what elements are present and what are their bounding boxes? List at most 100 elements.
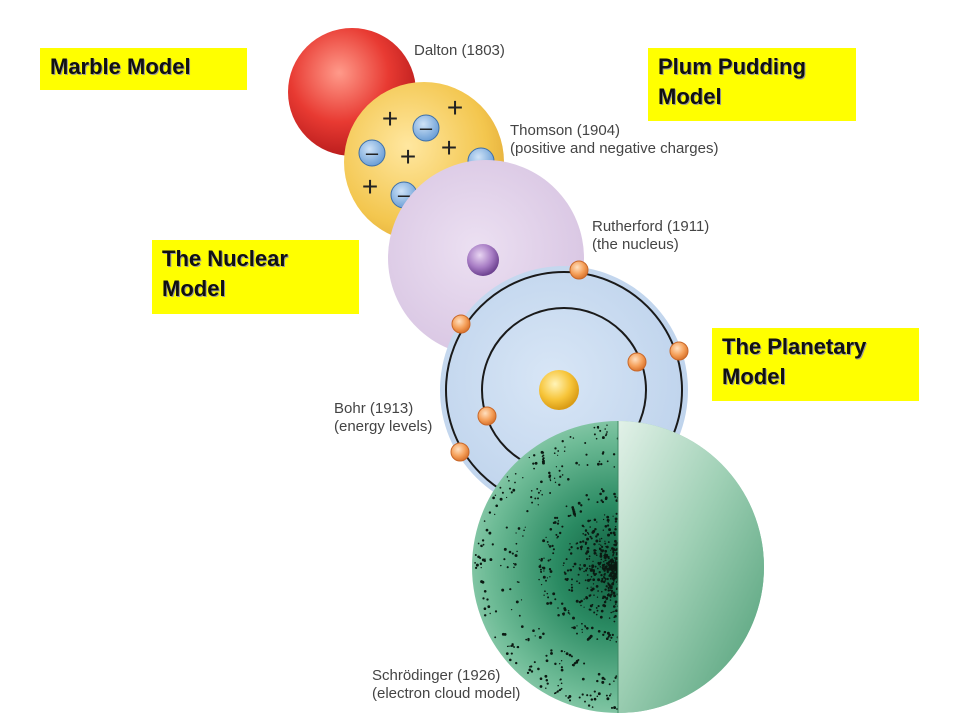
cloud-dot	[570, 552, 572, 555]
cloud-dot	[596, 501, 599, 504]
cloud-dot	[570, 583, 573, 586]
cloud-dot	[583, 606, 585, 608]
cloud-dot	[556, 535, 560, 538]
cloud-dot	[514, 472, 517, 475]
cloud-dot	[573, 662, 576, 665]
cloud-dot	[602, 489, 605, 493]
cloud-dot	[590, 698, 594, 701]
cloud-dot	[604, 428, 606, 430]
cloud-dot	[589, 535, 592, 538]
electron-cloud	[474, 424, 620, 710]
negative-charge	[358, 139, 386, 167]
cloud-dot	[572, 565, 575, 568]
cloud-dot	[609, 639, 611, 642]
cloud-dot	[604, 524, 608, 528]
cloud-dot	[552, 548, 555, 551]
electron	[451, 314, 471, 334]
cloud-dot	[570, 655, 573, 658]
cloud-dot	[614, 577, 617, 580]
cloud-dot	[586, 587, 589, 590]
cloud-dot	[578, 600, 582, 604]
cloud-dot	[615, 640, 618, 643]
thomson-caption-line-2: (positive and negative charges)	[510, 140, 719, 157]
cloud-dot	[512, 488, 516, 492]
cloud-dot	[600, 499, 603, 502]
cloud-dot	[581, 677, 585, 681]
cloud-dot	[553, 477, 556, 479]
cloud-dot	[556, 691, 558, 693]
cloud-dot	[593, 549, 596, 552]
cloud-dot	[613, 616, 616, 619]
cloud-dot	[606, 697, 610, 701]
cloud-dot	[510, 608, 513, 611]
cloud-dot	[590, 537, 593, 540]
cloud-dot	[613, 561, 615, 564]
cloud-dot	[483, 614, 487, 617]
cloud-dot	[605, 565, 608, 568]
cloud-dot	[560, 666, 564, 669]
cloud-dot	[595, 552, 597, 555]
cloud-dot	[569, 543, 571, 545]
cloud-dot	[584, 442, 587, 444]
cloud-dot	[614, 525, 617, 528]
schrodinger-cut-half	[618, 421, 764, 713]
cloud-dot	[576, 580, 578, 583]
cloud-dot	[569, 435, 572, 438]
cloud-dot	[516, 550, 518, 553]
cloud-dot	[483, 520, 486, 522]
cloud-dot	[537, 497, 539, 500]
rutherford-caption-line-2: (the nucleus)	[592, 236, 679, 253]
cloud-dot	[599, 429, 602, 432]
cloud-dot	[503, 558, 506, 561]
cloud-dot	[581, 628, 583, 631]
cloud-dot	[613, 492, 616, 496]
cloud-dot	[520, 599, 523, 601]
cloud-dot	[603, 595, 605, 598]
cloud-dot	[597, 629, 601, 633]
cloud-dot	[508, 645, 510, 647]
cloud-dot	[557, 450, 560, 452]
negative-charge	[412, 114, 440, 142]
cloud-dot	[609, 599, 612, 601]
marble-model-text: Marble Model	[50, 54, 191, 79]
cloud-dot	[561, 474, 564, 476]
cloud-dot	[597, 672, 601, 676]
cloud-dot	[584, 700, 586, 703]
plus-sign: +	[400, 141, 416, 172]
cloud-dot	[569, 613, 571, 615]
cloud-dot	[586, 567, 589, 570]
cloud-dot	[568, 699, 572, 702]
plus-sign: +	[447, 92, 463, 123]
cloud-dot	[549, 492, 552, 494]
cloud-dot	[586, 537, 590, 541]
cloud-dot	[508, 487, 512, 490]
electron	[669, 341, 689, 361]
cloud-dot	[607, 589, 610, 592]
cloud-dot	[610, 611, 612, 614]
cloud-dot	[515, 542, 518, 545]
cloud-dot	[555, 466, 558, 468]
cloud-dot	[605, 637, 609, 641]
cloud-dot	[584, 533, 587, 537]
cloud-dot	[494, 610, 498, 613]
cloud-dot	[598, 571, 601, 574]
cloud-dot	[554, 447, 557, 450]
cloud-dot	[516, 581, 519, 583]
cloud-dot	[594, 698, 596, 701]
cloud-dot	[610, 549, 612, 551]
cloud-dot	[605, 496, 608, 499]
cloud-dot	[595, 554, 598, 557]
cloud-dot	[599, 566, 602, 568]
cloud-dot	[603, 630, 607, 634]
cloud-dot	[480, 544, 483, 548]
cloud-dot	[510, 652, 513, 655]
cloud-dot	[542, 539, 546, 543]
cloud-dot	[538, 627, 540, 630]
cloud-dot	[557, 614, 560, 617]
cloud-dot	[479, 562, 483, 566]
cloud-dot	[474, 554, 477, 556]
cloud-dot	[545, 679, 549, 682]
cloud-dot	[568, 548, 571, 551]
cloud-dot	[608, 694, 611, 697]
cloud-dot	[552, 552, 555, 555]
